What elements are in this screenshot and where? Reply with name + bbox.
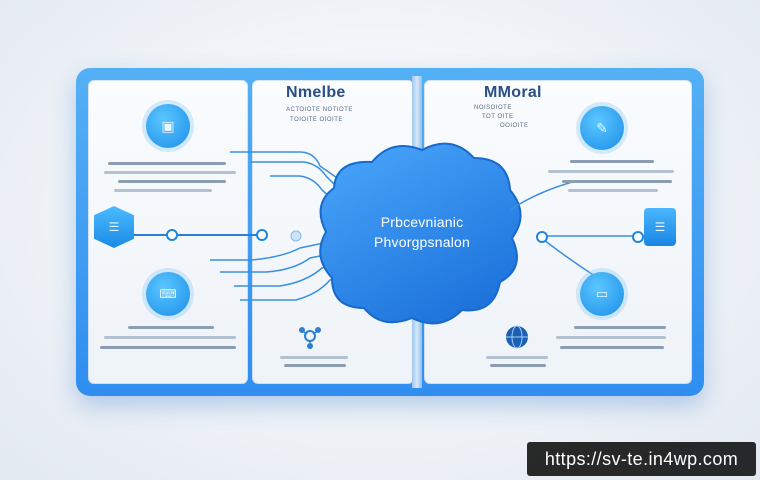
server-icon: ☰ <box>94 206 134 248</box>
right-panel-subtitle-3: OOIOITE <box>500 123 529 129</box>
text-line <box>108 162 226 165</box>
text-line <box>486 356 548 359</box>
left-panel-subtitle-1: ACTOIOTE NOTIOTE <box>286 107 353 113</box>
text-line <box>574 326 666 329</box>
text-line <box>280 356 348 359</box>
laptop-icon: ▭ <box>580 272 624 316</box>
text-line <box>114 189 212 192</box>
watermark-url: https://sv-te.in4wp.com <box>527 442 756 476</box>
text-line <box>490 364 546 367</box>
right-panel-subtitle-2: TOT OITE <box>482 114 514 120</box>
text-line <box>128 326 214 329</box>
central-cloud: Prbcevnianic Phvorgpsnalon <box>312 132 532 332</box>
connector-node <box>166 229 178 241</box>
text-line <box>568 189 658 192</box>
server-icon: ☰ <box>644 208 676 246</box>
connector-node <box>632 231 644 243</box>
keyboard-icon: ⌨ <box>146 272 190 316</box>
text-line <box>100 346 236 349</box>
left-panel-subtitle-2: TOIOITE OIOITE <box>290 117 343 123</box>
center-label-line-1: Prbcevnianic <box>380 214 464 230</box>
cloud-shape <box>319 142 522 325</box>
text-line <box>570 160 654 163</box>
connector-wires <box>210 151 345 301</box>
text-line <box>284 364 346 367</box>
text-line <box>556 336 666 339</box>
connector-line <box>134 234 260 236</box>
text-line <box>562 180 672 183</box>
right-panel-title: MMoral <box>484 84 542 101</box>
text-line <box>104 336 236 339</box>
connector-node <box>536 231 548 243</box>
text-line <box>104 171 236 174</box>
document-icon: ▣ <box>146 104 190 148</box>
connector-node <box>256 229 268 241</box>
text-line <box>118 180 226 183</box>
text-line <box>548 170 674 173</box>
center-label-line-2: Phvorgpsnalon <box>374 234 470 250</box>
clipboard-icon: ✎ <box>580 106 624 150</box>
text-line <box>560 346 664 349</box>
gear-molecule-icon <box>299 327 321 349</box>
right-panel-subtitle-1: NOISOIOTE <box>474 105 512 111</box>
globe-icon <box>506 325 528 349</box>
left-panel-title: Nmelbe <box>286 84 346 101</box>
